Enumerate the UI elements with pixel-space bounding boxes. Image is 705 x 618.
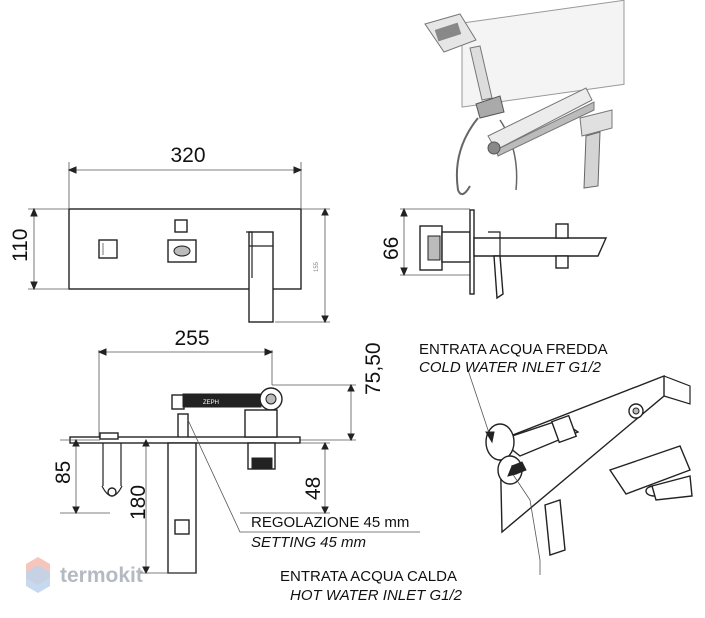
dim-top-height: 75,50 — [362, 342, 385, 395]
top-mixer-bar — [182, 393, 262, 408]
iso-cold-inlet — [485, 423, 515, 461]
setting-leader — [187, 419, 420, 533]
setting-label-en: SETTING 45 mm — [251, 534, 366, 551]
dim-left-drop: 85 — [52, 461, 75, 484]
hot-leader — [509, 469, 541, 575]
front-lever-spout — [248, 231, 274, 323]
body-isometric-view: ENTRATA ACQUA FREDDA COLD WATER INLET G1… — [280, 341, 693, 604]
side-lever — [493, 255, 504, 300]
top-view: 255 75,50 ZEPH 85 — [52, 327, 420, 575]
side-spout — [473, 237, 608, 257]
brand-name: termokit — [60, 564, 143, 587]
termokit-logo-icon — [26, 557, 50, 593]
iso-lever — [544, 499, 566, 556]
dim-body-depth: 66 — [380, 237, 403, 260]
top-spout-body — [167, 442, 197, 574]
front-cartridge-cap — [174, 219, 188, 233]
dim-plate-width: 320 — [170, 144, 205, 167]
front-view: 320 110 155 — [9, 144, 330, 324]
side-view: 66 — [380, 207, 608, 300]
front-diverter-knob — [98, 239, 118, 259]
body-mark: ZEPH — [203, 400, 219, 406]
dim-plate-height: 110 — [9, 229, 32, 262]
termokit-watermark: termokit — [26, 557, 143, 593]
product-render — [424, 0, 625, 196]
hot-inlet-label-en: HOT WATER INLET G1/2 — [290, 587, 463, 604]
cold-inlet-label-en: COLD WATER INLET G1/2 — [419, 359, 602, 376]
cold-leader — [467, 369, 491, 437]
setting-label-it: REGOLAZIONE 45 mm — [251, 514, 409, 531]
cold-inlet-label-it: ENTRATA ACQUA FREDDA — [419, 341, 608, 358]
dim-spout-length: 255 — [174, 327, 209, 350]
dim-small-mark: 155 — [314, 261, 320, 272]
hot-inlet-label-it: ENTRATA ACQUA CALDA — [280, 568, 457, 585]
dim-body-drop: 180 — [127, 485, 150, 520]
dim-setting-drop: 48 — [302, 477, 325, 500]
